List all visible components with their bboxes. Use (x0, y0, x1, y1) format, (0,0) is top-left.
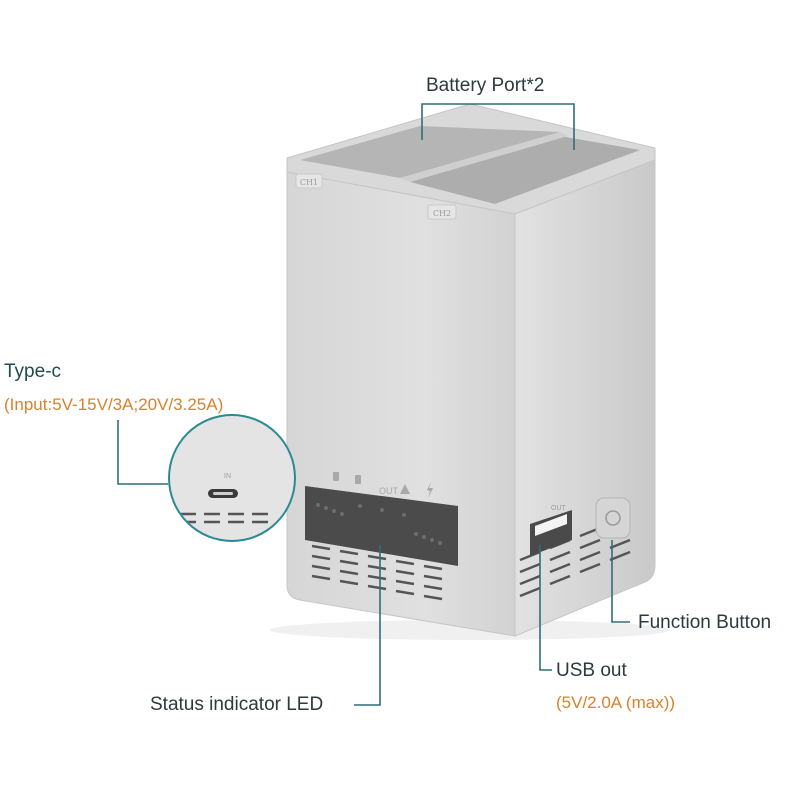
warning-icon (400, 484, 410, 494)
typec-title: Type-c (4, 361, 62, 382)
leader-lines (117, 103, 630, 706)
slot1-label: CH1 (300, 178, 318, 187)
typec-leader (117, 420, 168, 485)
function-button-label: Function Button (638, 612, 772, 633)
top-housing (286, 103, 656, 215)
battery-port-leader (421, 103, 575, 150)
battery-slot-1 (300, 126, 560, 178)
power-icon (605, 510, 621, 526)
usb-port-label: OUT (551, 505, 567, 512)
usb-out-title: USB out (556, 660, 627, 681)
typec-port-label: IN (224, 473, 231, 480)
battery-slot-2 (410, 136, 640, 204)
usb-out-spec: (5V/2.0A (max)) (556, 693, 676, 712)
slot-tag-2 (427, 204, 457, 220)
led-dots (316, 503, 442, 545)
status-led-label: Status indicator LED (150, 694, 324, 715)
slot2-label: CH2 (433, 209, 451, 218)
led-out-label: OUT (379, 486, 399, 496)
battery-icon (333, 472, 339, 481)
lightning-icon (427, 482, 433, 498)
battery-icon (355, 475, 361, 484)
status-led-leader (354, 545, 381, 706)
battery-port-label: Battery Port*2 (426, 75, 545, 96)
front-vents (311, 544, 443, 601)
typec-zoom-callout: IN (168, 414, 296, 542)
ground-shadow (270, 620, 670, 640)
led-icon-row: OUT (333, 472, 433, 498)
typec-spec: (Input:5V-15V/3A;20V/3.25A) (4, 395, 224, 414)
status-led-panel (305, 486, 458, 566)
function-button-leader (611, 540, 630, 623)
slot-tag-1 (295, 173, 323, 189)
function-button[interactable] (595, 497, 631, 539)
usb-leader (539, 545, 552, 671)
